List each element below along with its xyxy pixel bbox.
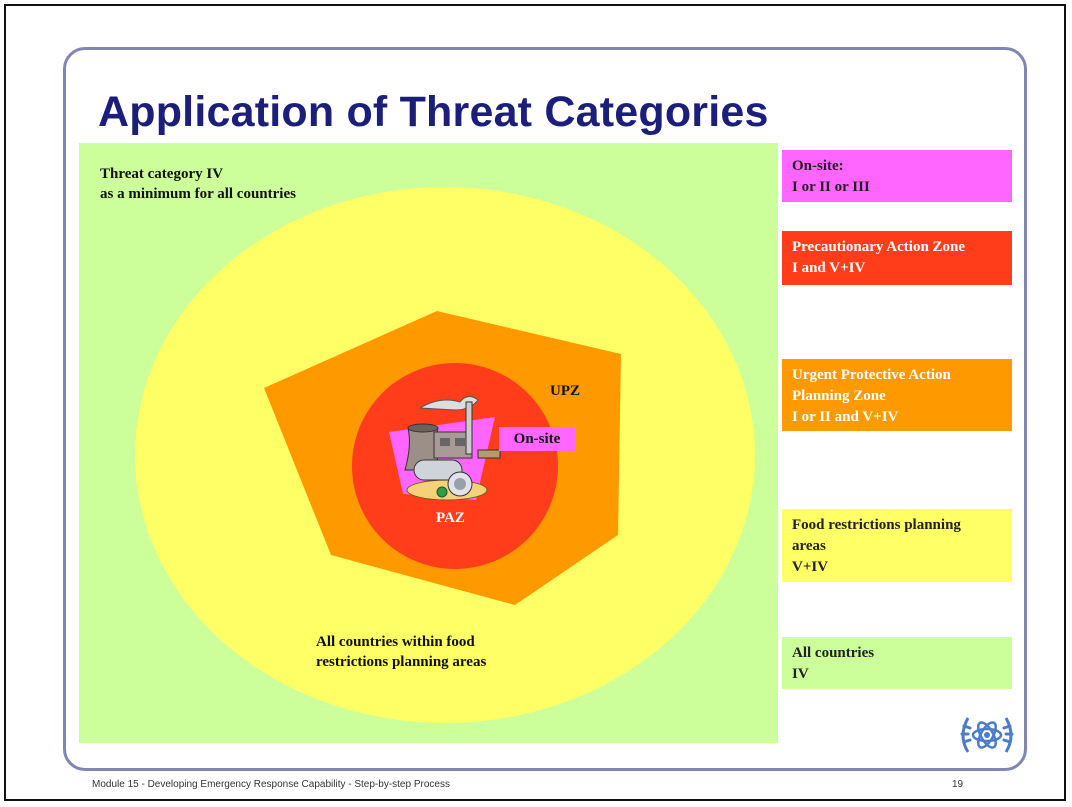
legend-food-line1: Food restrictions planning: [792, 517, 961, 533]
legend-onsite: On-site: I or II or III: [782, 150, 1012, 202]
legend-onsite-line1: On-site:: [792, 158, 844, 174]
legend-food-line2: areas: [792, 538, 826, 554]
threat-category-label: Threat category IV as a minimum for all …: [100, 164, 296, 204]
legend-food: Food restrictions planning areas V+IV: [782, 509, 1012, 582]
legend-paz: Precautionary Action Zone I and V+IV: [782, 231, 1012, 285]
food-area-label: All countries within food restrictions p…: [316, 632, 486, 672]
threat-label-line2: as a minimum for all countries: [100, 186, 296, 202]
legend-upz-line1: Urgent Protective Action: [792, 367, 951, 383]
outer-border: [4, 4, 1066, 801]
un-emblem-icon: [960, 717, 1014, 753]
legend-paz-line1: Precautionary Action Zone: [792, 239, 966, 255]
legend-upz: Urgent Protective Action Planning Zone I…: [782, 359, 1012, 431]
nuclear-plant-icon: [404, 396, 501, 501]
legend-all-countries: All countries IV: [782, 637, 1012, 689]
legend-food-line3: V+IV: [792, 559, 829, 575]
onsite-tag: On-site: [499, 427, 575, 451]
threat-label-line1: Threat category IV: [100, 166, 224, 182]
legend-onsite-line2: I or II or III: [792, 179, 870, 195]
legend-upz-line3: I or II and V+IV: [792, 409, 899, 425]
upz-label: UPZ: [550, 383, 580, 399]
page-number: 19: [952, 779, 964, 790]
legend-paz-line2: I and V+IV: [792, 260, 866, 276]
legend-all-line2: IV: [792, 666, 809, 682]
slide-title: Application of Threat Categories: [98, 88, 769, 136]
food-area-label-line2: restrictions planning areas: [316, 654, 487, 670]
legend-upz-line2: Planning Zone: [792, 388, 886, 404]
footer-module-text: Module 15 - Developing Emergency Respons…: [92, 779, 450, 790]
food-area-label-line1: All countries within food: [316, 634, 475, 650]
legend-all-line1: All countries: [792, 645, 875, 661]
paz-label: PAZ: [436, 510, 465, 526]
